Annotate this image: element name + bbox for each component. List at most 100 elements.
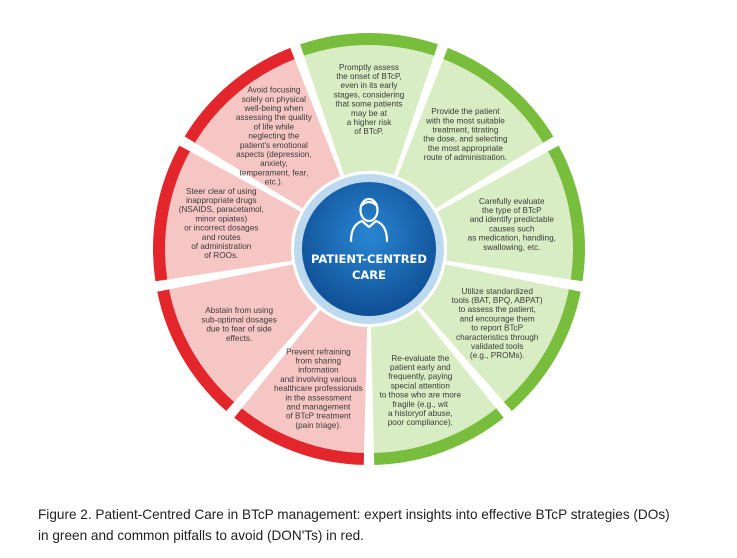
segment-text-line: etc.).: [265, 178, 283, 187]
segment-text-line: and encourage them: [460, 314, 535, 323]
caption-line-2: in green and common pitfalls to avoid (D…: [38, 528, 364, 543]
center-hub: PATIENT-CENTRED CARE: [294, 174, 444, 324]
segment-text-line: treatment, titrating: [432, 125, 498, 134]
segment-text-line: characteristics through: [456, 333, 539, 342]
segment-text-line: temperament, fear,: [240, 168, 309, 177]
segment-text-line: the most appropriate: [428, 144, 504, 153]
segment-text-line: of life while: [254, 122, 295, 131]
segment-text-line: of ROOs.: [204, 251, 238, 260]
segment-text-line: aspects (depression,: [236, 150, 312, 159]
segment-text-line: inappropriate drugs: [186, 196, 257, 205]
segment-text-line: information: [298, 366, 339, 375]
segment-text-line: frequently, paying: [388, 372, 452, 381]
segment-text-line: and management: [287, 402, 351, 411]
segment-text-line: poor compliance).: [388, 418, 453, 427]
segment-text-line: from sharing: [296, 356, 342, 365]
segment-text-line: Promptly assess: [339, 63, 399, 72]
segment-body-dont-3: [165, 151, 301, 280]
segment-text-line: tools (BAT, BPQ, ABPAT): [452, 296, 543, 305]
segment-body-dont-2: [169, 264, 318, 403]
segment-text-line: route of administration.: [424, 153, 507, 162]
segment-text-line: of BTcP.: [354, 127, 383, 136]
segment-text-line: with the most suitable: [425, 116, 505, 125]
segment-text-line: Re-evaluate the: [391, 354, 449, 363]
segment-text-line: fragile (e.g., wit: [393, 400, 449, 409]
segment-ring-dont-3: [153, 145, 192, 282]
segment-text-line: the type of BTcP: [482, 206, 542, 215]
segment-text-line: to assess the patient,: [458, 305, 535, 314]
segment-text-line: the dose, and selecting: [423, 135, 508, 144]
segment-text-line: solely on physical: [242, 95, 306, 104]
segment-text-line: in the assessment: [285, 393, 352, 402]
caption-line-1: Figure 2. Patient-Centred Care in BTcP m…: [38, 507, 670, 522]
segment-text-line: anxiety,: [260, 159, 288, 168]
segment-text-line: healthcare professionals: [274, 384, 363, 393]
person-icon: [349, 197, 389, 243]
segment-text-line: of BTcP treatment: [286, 412, 352, 421]
segment-text-line: even in its early: [341, 81, 399, 90]
figure-caption: Figure 2. Patient-Centred Care in BTcP m…: [38, 504, 718, 546]
segment-body-dont-4: [194, 59, 341, 209]
segment-text-line: neglecting the: [248, 132, 299, 141]
segment-text-line: that some patients: [336, 100, 403, 109]
segment-text-line: Abstain from using: [205, 306, 273, 315]
segment-text-line: Utilize standardized: [461, 287, 533, 296]
segment-ring-dont-1: [234, 406, 365, 465]
segment-text-line: and identify predictable: [470, 215, 555, 224]
segment-ring-do-5: [373, 406, 504, 465]
segment-text-line: effects.: [226, 334, 252, 343]
segment-body-dont-1: [241, 309, 368, 453]
segment-text-line: to report BTcP: [471, 324, 523, 333]
segment-text-line: Steer clear of using: [186, 187, 257, 196]
segment-body-do-4: [420, 264, 569, 403]
segment-text-line: patient early and: [390, 363, 451, 372]
segment-text-line: as medication, handling,: [468, 234, 556, 243]
segment-text-line: (e.g., PROMs).: [470, 351, 525, 360]
segment-text-line: Provide the patient: [431, 107, 500, 116]
center-label-line-2: CARE: [352, 268, 386, 282]
segment-text-line: Avoid focusing: [247, 86, 301, 95]
segment-text-line: Prevent refraining: [286, 347, 351, 356]
segment-text-line: assessing the quality: [236, 113, 313, 122]
center-label-line-1: PATIENT-CENTRED: [311, 252, 427, 266]
segment-text-line: sub-optimal dosages: [201, 315, 277, 324]
segment-text-line: and routes: [202, 233, 241, 242]
segment-text-line: minor opiates): [195, 214, 247, 223]
segment-text-line: the onset of BTcP,: [336, 72, 401, 81]
segment-ring-do-4: [502, 288, 581, 412]
segment-text-line: swallowing, etc.: [483, 243, 540, 252]
segment-text-line: to those who are more: [380, 391, 462, 400]
segment-text-line: and involving various: [280, 375, 356, 384]
segment-body-do-3: [437, 151, 573, 280]
segment-text-line: causes such: [489, 224, 535, 233]
segment-body-do-5: [370, 309, 497, 453]
segment-text-line: well-being when: [244, 104, 304, 113]
segment-text-line: patient's emotional: [240, 141, 308, 150]
segment-text-line: a higher risk: [347, 118, 393, 127]
segment-ring-dont-2: [157, 288, 236, 412]
segment-text-line: may be at: [351, 109, 388, 118]
segment-text-line: of administration: [191, 242, 252, 251]
segment-text-line: validated tools: [471, 342, 523, 351]
segment-body-do-1: [303, 44, 435, 176]
segment-text-line: a historyof abuse,: [388, 409, 453, 418]
